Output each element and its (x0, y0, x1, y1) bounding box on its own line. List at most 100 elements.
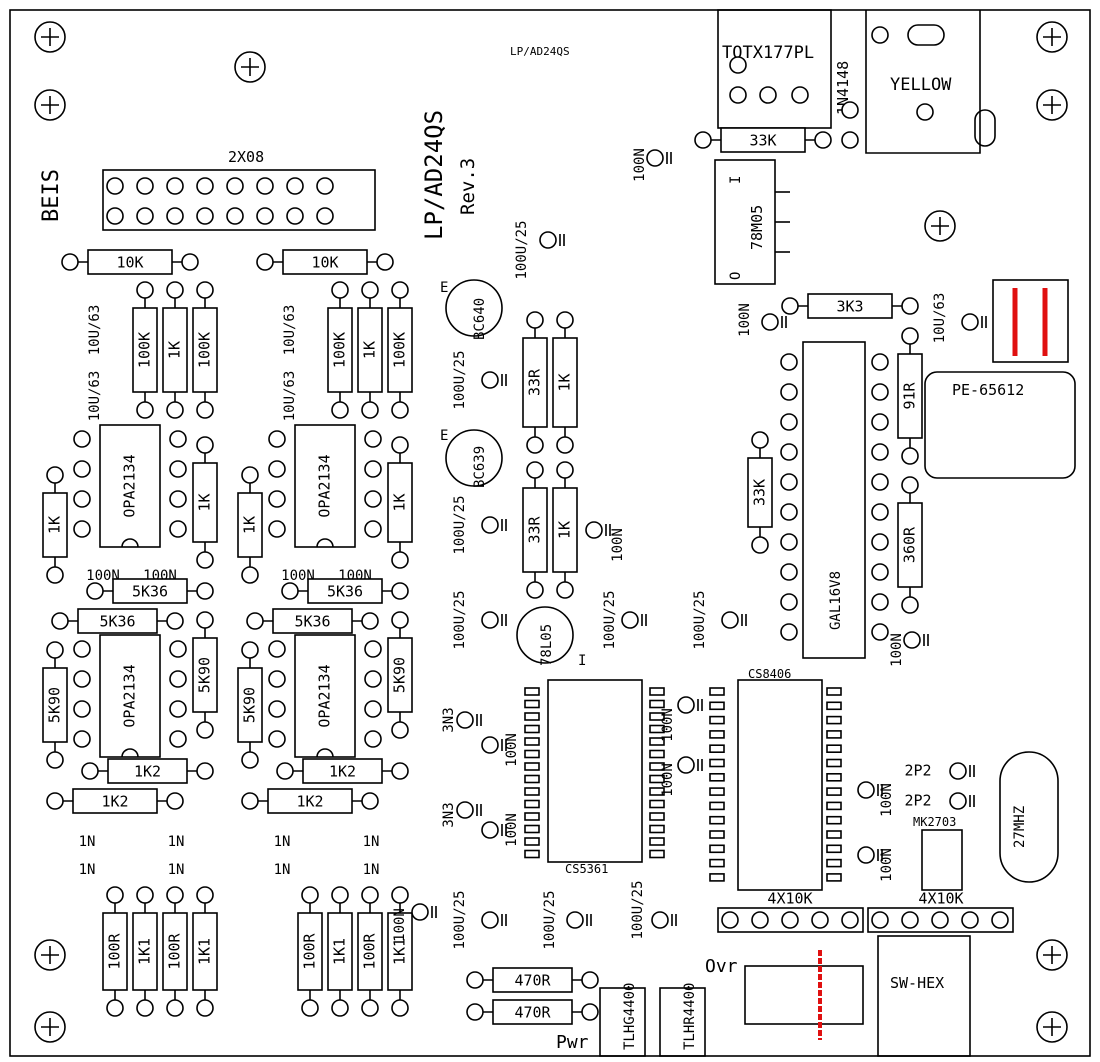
cap-label: 100N (879, 848, 895, 882)
rnet-pin (991, 911, 1009, 929)
resistor-body (492, 967, 573, 993)
resistor-pad (391, 886, 409, 904)
resistor-body (327, 307, 353, 393)
reg2-input-marker: I (578, 653, 586, 669)
resistor-pad (901, 447, 919, 465)
misc-pad (729, 86, 747, 104)
receiver-pin (826, 687, 842, 696)
adc-label: CS5361 (565, 862, 608, 876)
cap-symbol (476, 804, 482, 816)
cap-label: 100U/25 (630, 880, 646, 939)
cap-symbol (476, 714, 482, 726)
cap-label: 10U/63 (282, 305, 298, 356)
cap-label: 1N (274, 834, 291, 850)
ic-pin (73, 430, 91, 448)
cap-pad (456, 711, 474, 729)
ic-pin (268, 520, 286, 538)
resistor-label: 100R (166, 932, 184, 969)
receiver-pin (709, 858, 725, 868)
resistor-pad (466, 1003, 484, 1021)
cap-label: 100N (610, 528, 626, 562)
header-pin (256, 177, 274, 195)
header-pin (226, 207, 244, 225)
adc-pin (524, 787, 540, 796)
resistor-label: 33K (751, 479, 769, 506)
cap-label: 100U/25 (514, 220, 530, 279)
cap-label: 1N (363, 834, 380, 850)
resistor-pad (301, 999, 319, 1017)
hex-switch (877, 935, 971, 1057)
resistor-pad (46, 466, 64, 484)
resistor-label: 5K36 (294, 613, 330, 631)
cap-symbol (671, 914, 677, 926)
resistor-body (357, 912, 383, 991)
ic-pin (73, 460, 91, 478)
led-red (659, 987, 706, 1057)
led-green-label: TLHG4400 (622, 983, 638, 1050)
header-pin (106, 207, 124, 225)
cap-symbol (501, 824, 507, 836)
header-pin (316, 177, 334, 195)
led-green (599, 987, 646, 1057)
receiver-pin (826, 844, 842, 854)
transistor-bc640 (445, 279, 503, 337)
optical-label: TOTX177PL (722, 43, 814, 63)
resistor-body (42, 492, 68, 558)
resistor-pad (331, 281, 349, 299)
adc-pin (649, 724, 665, 734)
gal-pin (780, 443, 798, 461)
resistor-pad (136, 886, 154, 904)
mounting-hole (34, 89, 66, 121)
receiver-pin (826, 744, 842, 754)
receiver-pin (709, 758, 725, 768)
pulse-label: PE-65612 (952, 381, 1024, 399)
receiver-pin (826, 730, 842, 739)
led-red-label: TLHR4400 (682, 983, 698, 1050)
header-pin (316, 207, 334, 225)
cap-pad (539, 231, 557, 249)
mounting-hole (234, 51, 266, 83)
resistor-label: 100K (331, 332, 349, 368)
adc-pin (524, 812, 540, 821)
resistor-body (72, 788, 158, 814)
resistor-pad (361, 281, 379, 299)
resistor-label: 10K (116, 254, 143, 272)
resistor-pad (526, 311, 544, 329)
resistor-body (282, 249, 368, 275)
cap-label: 100N (889, 633, 905, 667)
resistor-label: 100R (301, 932, 319, 969)
mounting-hole (34, 1011, 66, 1043)
cap-symbol (923, 634, 929, 646)
rnet-pin (931, 911, 949, 929)
board-revision: Rev.3 (457, 158, 479, 215)
gal-pin (780, 383, 798, 401)
cap-label: 1N (168, 834, 185, 850)
resistor-label: 100R (361, 932, 379, 969)
mounting-hole (924, 210, 956, 242)
ic-pin (364, 700, 382, 718)
cap-label: 1N (274, 862, 291, 878)
resistor-pad (46, 751, 64, 769)
resistor-pad (556, 581, 574, 599)
resistor-pad (196, 886, 214, 904)
cap-symbol (501, 374, 507, 386)
receiver-pin (709, 830, 725, 839)
diode-label: 1N4148 (834, 61, 852, 115)
resistor-pad (106, 999, 124, 1017)
resistor-body (552, 487, 578, 573)
adc-pin (524, 687, 540, 696)
cap-symbol (877, 849, 883, 861)
resistor-body (747, 457, 773, 528)
adc-pin (649, 737, 665, 746)
resistor-body (272, 608, 353, 634)
resistor-label: 100K (136, 332, 154, 368)
resistor-pad (391, 582, 409, 600)
adc-pin (524, 762, 540, 771)
resistor-label: 91R (901, 381, 919, 409)
opamp-label: OPA2134 (316, 664, 334, 727)
regulator-78l05 (516, 606, 574, 664)
ic-pin (169, 670, 187, 688)
resistor-body (102, 912, 128, 991)
gal16v8-chip (802, 341, 866, 659)
